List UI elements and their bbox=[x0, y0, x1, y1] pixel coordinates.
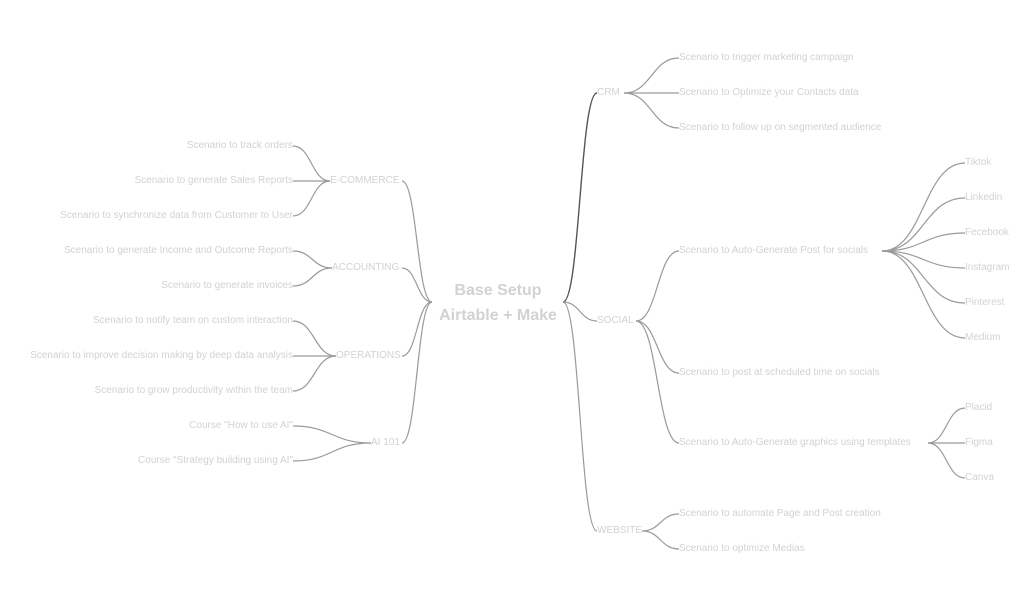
leaf-social-linkedin[interactable]: Linkedin bbox=[965, 192, 1003, 203]
root-node[interactable]: Base Setup Airtable + Make bbox=[420, 278, 576, 328]
connector-social-scheduled bbox=[635, 320, 680, 374]
branch-ai101[interactable]: AI 101 bbox=[371, 437, 400, 448]
connector-crm-leaf-1 bbox=[623, 57, 680, 94]
leaf-accounting-1[interactable]: Scenario to generate Income and Outcome … bbox=[63, 245, 293, 256]
connector-root-ecommerce bbox=[401, 180, 433, 303]
leaf-social-pinterest[interactable]: Pinterest bbox=[965, 297, 1005, 308]
leaf-graphics-canva[interactable]: Canva bbox=[965, 472, 994, 483]
branch-ecommerce[interactable]: E-COMMERCE bbox=[330, 175, 400, 186]
connector-autopost-leaf-2 bbox=[881, 197, 966, 252]
branch-accounting[interactable]: ACCOUNTING bbox=[332, 262, 400, 273]
root-title-line2: Airtable + Make bbox=[439, 307, 557, 324]
leaf-social-facebook[interactable]: Fecebook bbox=[965, 227, 1009, 238]
leaf-operations-1[interactable]: Scenario to notify team on custom intera… bbox=[92, 315, 293, 326]
leaf-website-2[interactable]: Scenario to optimize Medias bbox=[679, 543, 805, 554]
leaf-social-instagram[interactable]: Instagram bbox=[965, 262, 1010, 273]
branch-website[interactable]: WEBSITE bbox=[597, 525, 643, 536]
connector-root-social bbox=[562, 301, 598, 322]
leaf-ecommerce-2[interactable]: Scenario to generate Sales Reports bbox=[134, 175, 293, 186]
connector-autopost-leaf-5 bbox=[881, 250, 966, 304]
connector-graphics-leaf-1 bbox=[927, 407, 966, 444]
leaf-ai101-2[interactable]: Course "Strategy building using AI" bbox=[138, 455, 293, 466]
leaf-social-tiktok[interactable]: Tiktok bbox=[965, 157, 992, 168]
connector-autopost-leaf-4 bbox=[881, 250, 966, 269]
node-social-autopost[interactable]: Scenario to Auto-Generate Post for socia… bbox=[679, 245, 868, 256]
leaf-social-medium[interactable]: Medium bbox=[965, 332, 1001, 343]
root-title-line1: Base Setup bbox=[454, 282, 542, 299]
connector-operations-leaf-1 bbox=[292, 320, 337, 357]
connector-social-autopost bbox=[635, 250, 680, 322]
connector-autopost-leaf-6 bbox=[881, 250, 966, 339]
connector-ai101-leaf-1 bbox=[292, 425, 372, 444]
connector-crm-leaf-3 bbox=[623, 92, 680, 129]
branch-operations[interactable]: OPERATIONS bbox=[336, 350, 401, 361]
leaf-website-1[interactable]: Scenario to automate Page and Post creat… bbox=[679, 508, 881, 519]
leaf-operations-3[interactable]: Scenario to grow productivity within the… bbox=[94, 385, 293, 396]
node-social-graphics[interactable]: Scenario to Auto-Generate graphics using… bbox=[679, 437, 911, 448]
connector-root-website bbox=[562, 301, 598, 532]
connector-autopost-leaf-3 bbox=[881, 232, 966, 252]
connector-ai101-leaf-2 bbox=[292, 442, 372, 462]
leaf-crm-3[interactable]: Scenario to follow up on segmented audie… bbox=[679, 122, 882, 133]
connector-website-leaf-2 bbox=[641, 530, 680, 550]
connector-ecommerce-leaf-1 bbox=[292, 145, 331, 182]
connector-accounting-leaf-2 bbox=[292, 267, 333, 287]
leaf-ecommerce-3[interactable]: Scenario to synchronize data from Custom… bbox=[60, 210, 293, 221]
connector-autopost-leaf-1 bbox=[881, 162, 966, 252]
connector-operations-leaf-3 bbox=[292, 355, 337, 392]
connector-graphics-leaf-3 bbox=[927, 442, 966, 479]
leaf-ai101-1[interactable]: Course "How to use AI" bbox=[189, 420, 293, 431]
leaf-ecommerce-1[interactable]: Scenario to track orders bbox=[186, 140, 293, 151]
leaf-crm-2[interactable]: Scenario to Optimize your Contacts data bbox=[679, 87, 859, 98]
branch-social[interactable]: SOCIAL bbox=[597, 315, 634, 326]
branch-crm[interactable]: CRM bbox=[597, 87, 620, 98]
connector-ecommerce-leaf-3 bbox=[292, 180, 331, 217]
connector-social-graphics bbox=[635, 320, 680, 444]
leaf-graphics-placid[interactable]: Placid bbox=[965, 402, 993, 413]
leaf-operations-2[interactable]: Scenario to improve decision making by d… bbox=[30, 350, 293, 361]
connector-root-crm bbox=[562, 92, 598, 303]
connector-root-accounting bbox=[401, 267, 433, 303]
connector-website-leaf-1 bbox=[641, 513, 680, 532]
leaf-social-scheduled[interactable]: Scenario to post at scheduled time on so… bbox=[679, 367, 880, 378]
leaf-crm-1[interactable]: Scenario to trigger marketing campaign bbox=[679, 52, 854, 63]
connector-root-ai101 bbox=[401, 301, 433, 444]
leaf-accounting-2[interactable]: Scenario to generate invoices bbox=[161, 280, 293, 291]
connector-accounting-leaf-1 bbox=[292, 250, 333, 269]
leaf-graphics-figma[interactable]: Figma bbox=[965, 437, 993, 448]
connector-root-operations bbox=[401, 301, 433, 357]
